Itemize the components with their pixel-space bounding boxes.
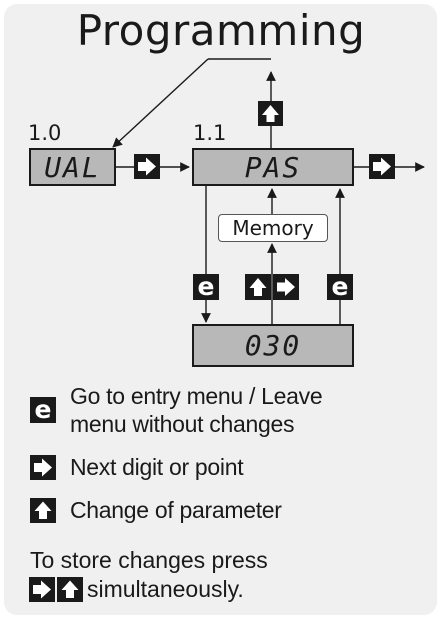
e-key-icon: e	[193, 272, 219, 301]
up-arrow-key-icon	[258, 101, 283, 126]
store-line2: simultaneously.	[87, 576, 244, 602]
menu-number-right: 1.1	[193, 121, 227, 145]
menu-number-left: 1.0	[28, 121, 62, 145]
display-ual: UAL	[29, 148, 116, 186]
up-arrow-key-icon	[57, 576, 83, 602]
svg-text:e: e	[198, 272, 215, 301]
store-line1: To store changes press	[30, 547, 268, 573]
svg-text:e: e	[35, 397, 52, 423]
legend-e: e Go to entry menu / Leave menu without …	[30, 382, 323, 438]
right-arrow-key-icon	[369, 154, 395, 179]
right-arrow-key-icon	[29, 576, 55, 602]
up-arrow-key-icon	[30, 497, 56, 523]
page-title: Programming	[76, 6, 366, 55]
store-line2-row: simultaneously.	[29, 575, 244, 603]
e-key-icon: e	[327, 272, 353, 301]
display-value: 030	[192, 324, 354, 367]
svg-text:e: e	[332, 272, 349, 301]
memory-label: Memory	[218, 214, 328, 242]
legend-up: Change of parameter	[30, 496, 282, 524]
legend-e-line2: menu without changes	[70, 411, 295, 437]
diagram-panel	[4, 4, 437, 615]
right-arrow-key-icon	[30, 454, 56, 480]
legend-e-line1: Go to entry menu / Leave	[70, 383, 323, 409]
legend-up-text: Change of parameter	[70, 497, 282, 523]
right-arrow-key-icon	[134, 154, 160, 179]
legend-right: Next digit or point	[30, 453, 244, 481]
legend-right-text: Next digit or point	[70, 454, 244, 480]
right-arrow-key-icon	[273, 274, 299, 300]
up-arrow-key-icon	[245, 274, 271, 300]
display-pas: PAS	[192, 148, 354, 186]
e-key-icon: e	[30, 397, 56, 423]
loop-line-diag	[112, 58, 209, 148]
